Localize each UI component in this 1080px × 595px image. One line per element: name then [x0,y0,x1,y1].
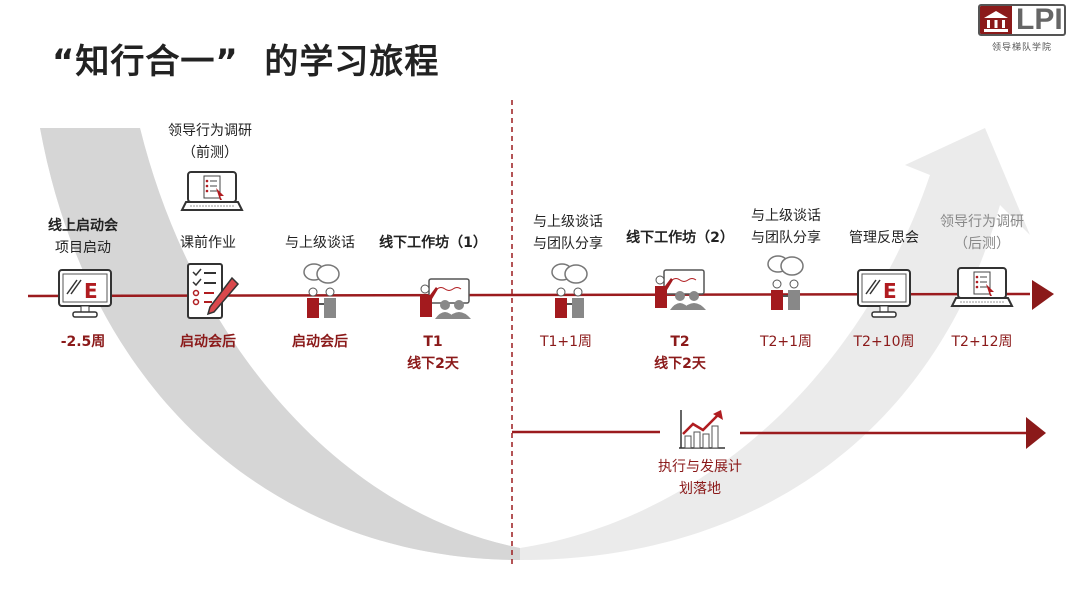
conversation-icon [300,262,344,322]
milestone-timing: T2+1周 [759,334,813,350]
laptop-survey-icon [180,170,244,214]
milestone-timing: T2+10周 [853,334,915,350]
milestone-timing: 启动会后 [180,334,236,350]
milestone-title: 线下工作坊（2） [626,230,734,246]
growth-chart-icon [677,408,727,452]
milestone-title: 线下工作坊（1） [379,235,487,251]
conversation-icon [548,262,592,322]
monitor-e-icon [856,268,912,320]
conversation-icon [764,254,808,314]
milestone-timing: -2.5周 [60,334,106,350]
logo-subtitle: 领导梯队学院 [991,43,1052,53]
laptop-survey-icon [950,266,1014,310]
milestone-title: 课前作业 [180,235,236,251]
milestone-title: 与上级谈话与团队分享 [751,208,821,246]
execution-label: 执行与发展计划落地 [658,459,742,497]
milestone-title: 管理反思会 [849,230,919,246]
checklist-pencil-icon [184,262,240,322]
execution-arrow [512,417,1046,449]
timeline-arrow [27,280,1054,310]
institution-building-icon [980,6,1012,34]
milestone-title: 线上启动会项目启动 [48,218,118,256]
milestone-title: 与上级谈话 [285,235,355,251]
milestone-timing: T1+1周 [539,334,593,350]
page-title: “知行合一” 的学习旅程 [52,42,440,82]
monitor-e-icon [57,268,113,320]
logo-mark: LPI [1016,4,1063,36]
pre-survey-title: 领导行为调研（前测） [168,123,252,161]
post-survey-title: 领导行为调研（后测） [940,214,1024,252]
lpi-logo: LPI 领导梯队学院 [978,4,1068,53]
milestone-title: 与上级谈话与团队分享 [533,214,603,252]
milestone-timing: 启动会后 [292,334,348,350]
phase-divider [511,100,513,565]
workshop-icon [417,277,473,321]
workshop-icon [652,268,708,312]
milestone-timing: T2+12周 [951,334,1013,350]
